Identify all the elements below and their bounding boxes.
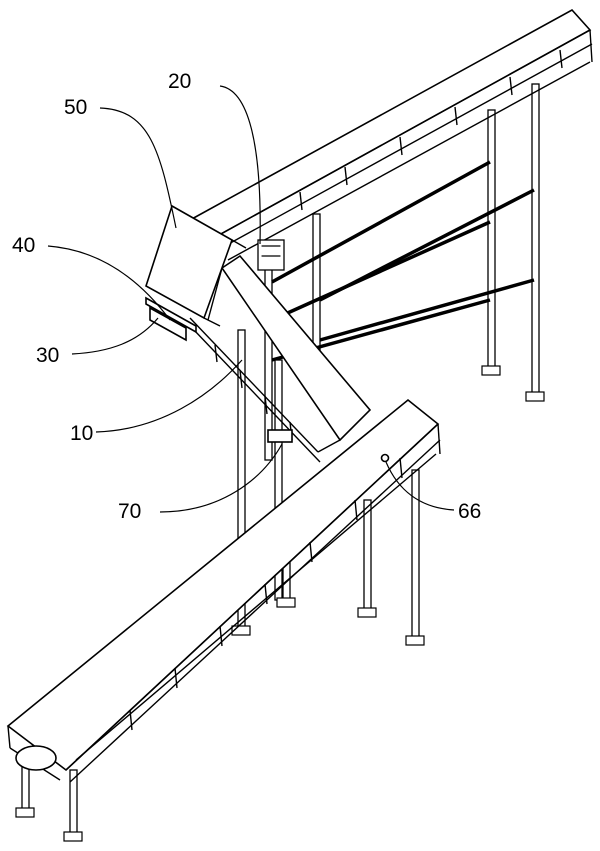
callout-labels: 50 20 40 30 10 70 66 [12, 70, 481, 523]
upper-conveyor-crossbars [271, 160, 535, 362]
part-70-connector [267, 429, 293, 443]
bracket-20 [257, 239, 285, 271]
block-30 [149, 306, 187, 342]
upper-conveyor-legs [264, 83, 545, 461]
label-20: 20 [168, 70, 191, 93]
label-10: 10 [70, 422, 93, 445]
lower-conveyor [6, 398, 441, 842]
label-70: 70 [118, 500, 141, 523]
part-66-connector [380, 453, 390, 463]
leader-40 [47, 245, 171, 321]
leader-66 [385, 461, 455, 511]
middle-conveyor-10 [189, 254, 372, 636]
leader-lines [47, 85, 455, 513]
lower-conveyor-side-frame [7, 423, 441, 783]
lower-conveyor-belt [6, 398, 440, 772]
leader-70 [159, 443, 283, 513]
upper-conveyor [188, 8, 593, 461]
hopper-50 [145, 204, 247, 327]
leader-50 [99, 107, 177, 229]
leader-30 [71, 317, 159, 355]
label-40: 40 [12, 234, 35, 257]
label-66: 66 [458, 500, 481, 523]
middle-conveyor-belt [220, 254, 372, 442]
label-30: 30 [36, 344, 59, 367]
label-50: 50 [64, 96, 87, 119]
leader-20 [219, 85, 261, 245]
leader-10 [95, 359, 243, 433]
lower-conveyor-legs [15, 469, 425, 842]
